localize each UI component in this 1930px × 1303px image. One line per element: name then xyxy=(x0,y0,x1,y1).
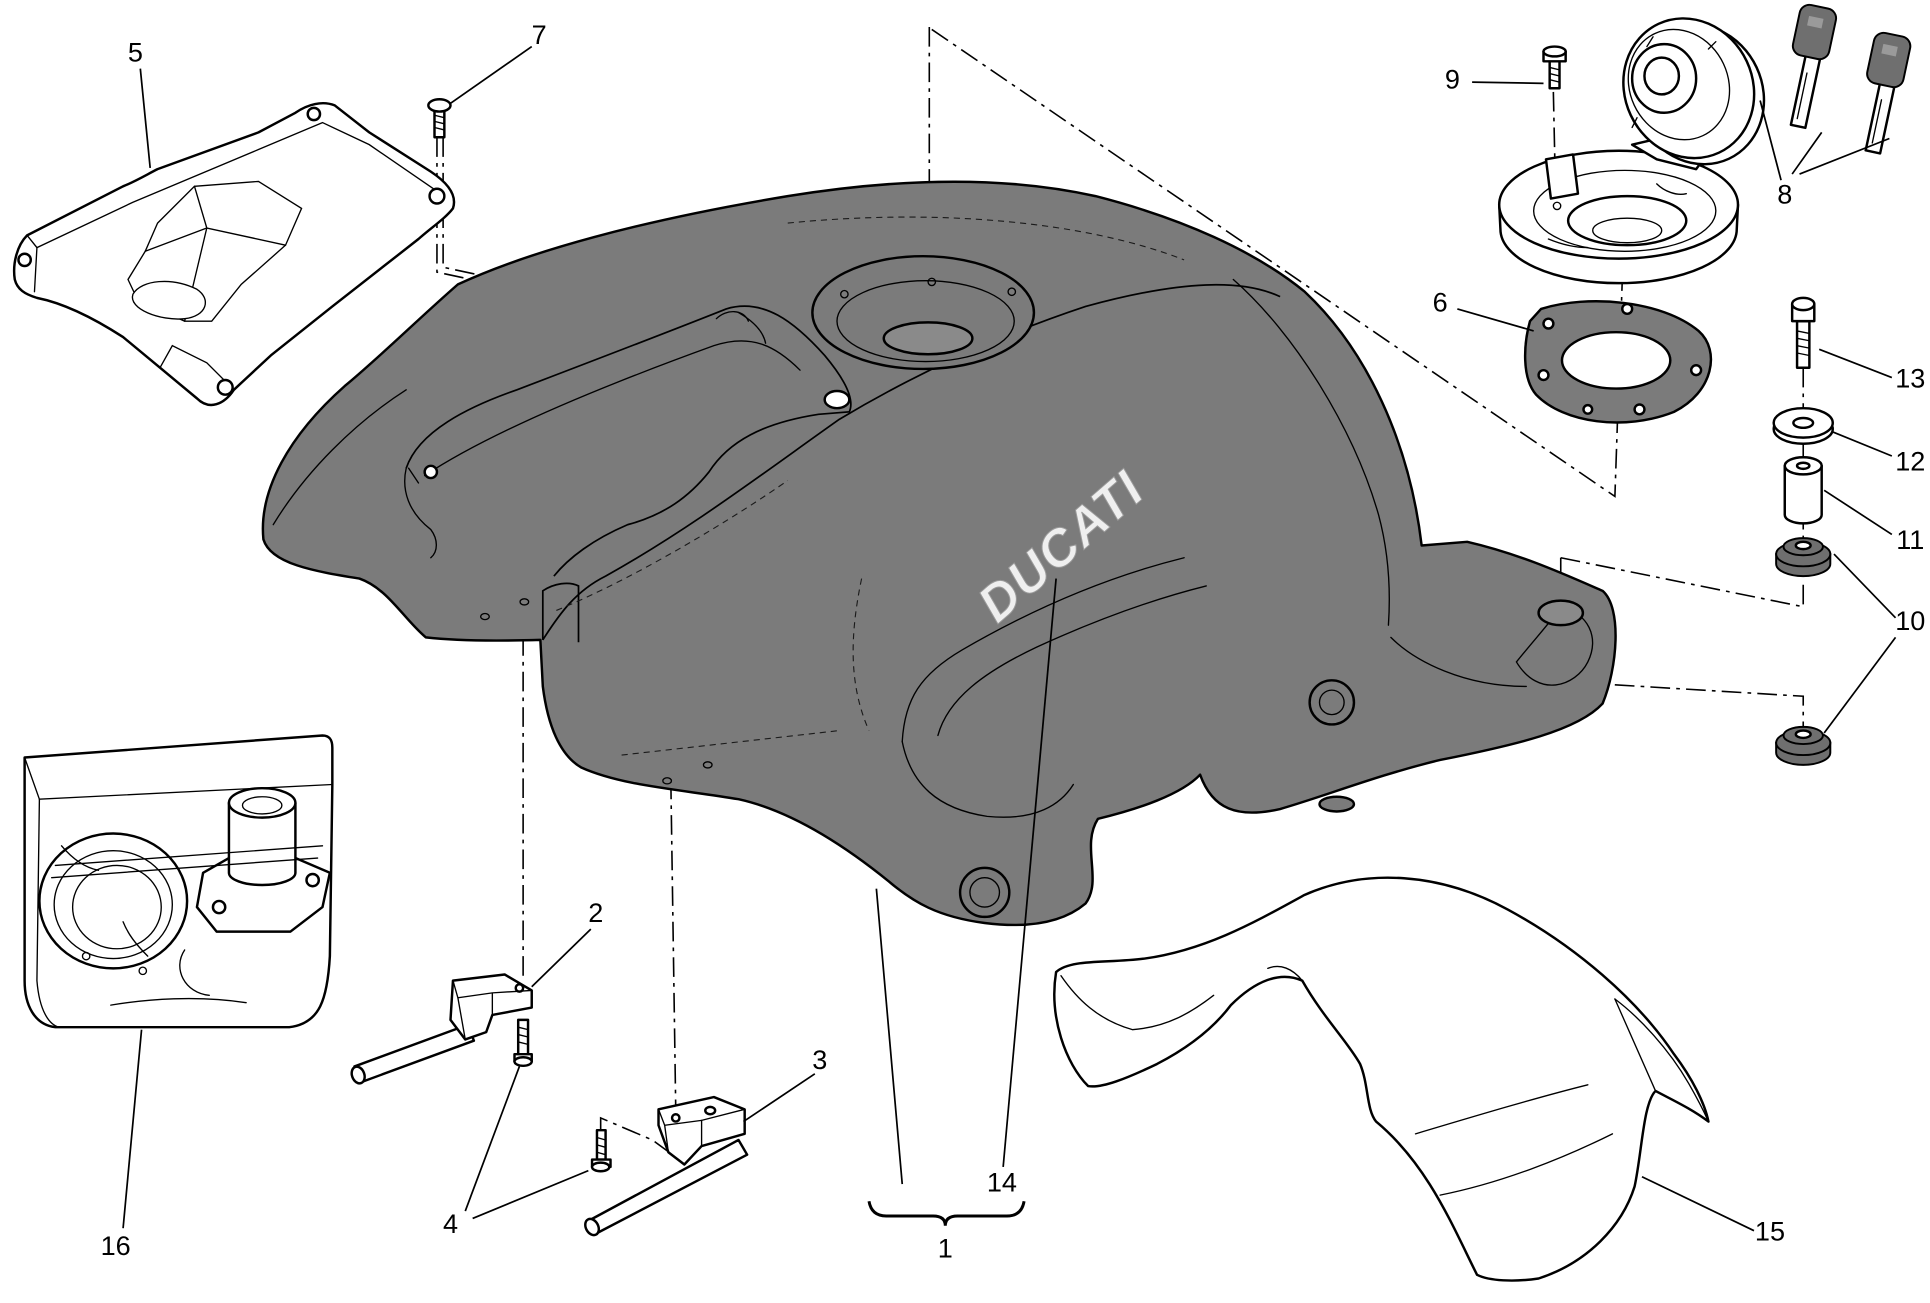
callout-10: 10 xyxy=(1895,606,1925,636)
leader-8-key-1 xyxy=(1791,131,1823,175)
callout-13: 13 xyxy=(1895,363,1925,393)
brace-1 xyxy=(867,1200,1026,1226)
callout-4: 4 xyxy=(443,1209,458,1239)
part-bracket-2 xyxy=(350,973,533,1085)
leader-4-lower xyxy=(472,1169,589,1220)
leader-1 xyxy=(875,888,904,1185)
leader-8-cap xyxy=(1759,100,1782,181)
tank-bottom-grommet xyxy=(958,866,1011,919)
callout-6: 6 xyxy=(1433,287,1448,317)
part-filler-cover-inset xyxy=(23,734,334,1029)
leader-4-upper xyxy=(464,1066,521,1212)
part-washer-12 xyxy=(1772,406,1834,445)
part-heat-shield xyxy=(1053,876,1710,1282)
part-grommet-10-upper xyxy=(1775,537,1832,578)
leader-lines xyxy=(122,45,1897,1232)
leader-5 xyxy=(139,68,152,169)
leader-14 xyxy=(1002,578,1057,1168)
callout-15: 15 xyxy=(1755,1217,1785,1247)
assembly-line-bracket-3 xyxy=(670,779,677,1110)
callout-9: 9 xyxy=(1445,64,1460,94)
part-bracket-3 xyxy=(584,1095,749,1237)
callout-11: 11 xyxy=(1896,525,1924,555)
part-screw-7 xyxy=(427,98,452,139)
part-fuel-cap-assembly xyxy=(1497,3,1912,285)
leader-3 xyxy=(742,1073,816,1123)
callout-12: 12 xyxy=(1895,447,1925,477)
part-gasket xyxy=(1523,300,1713,424)
part-fuel-tank: DUCATI xyxy=(261,180,1617,927)
assembly-line-screw-9 xyxy=(1552,91,1557,206)
leader-8-key-2 xyxy=(1799,137,1890,175)
assembly-line-screw-4 xyxy=(599,1116,677,1158)
ignition-key-2 xyxy=(1864,31,1912,155)
callout-2: 2 xyxy=(588,898,603,928)
leader-13 xyxy=(1818,348,1893,379)
tank-filler-recess xyxy=(811,254,1036,371)
tank-ridge-line xyxy=(542,283,1281,641)
part-cover-plate xyxy=(12,102,456,407)
part-screw-13 xyxy=(1790,296,1816,369)
callout-3: 3 xyxy=(812,1045,827,1075)
part-screw-4-lower xyxy=(590,1128,612,1173)
leader-12 xyxy=(1831,430,1893,457)
tank-body xyxy=(261,180,1617,927)
callout-labels: 1 2 3 4 5 6 7 8 9 10 11 12 13 14 15 16 xyxy=(101,20,1926,1263)
leader-11 xyxy=(1823,489,1893,536)
assembly-line-rear-upper xyxy=(1560,556,1805,608)
leader-9 xyxy=(1472,81,1544,85)
leader-10-upper xyxy=(1833,553,1897,619)
leader-6 xyxy=(1457,308,1534,332)
callout-7: 7 xyxy=(532,20,547,50)
callout-14: 14 xyxy=(987,1168,1017,1198)
part-screw-9 xyxy=(1542,45,1567,90)
part-grommet-10-lower xyxy=(1775,725,1832,766)
ignition-key-1 xyxy=(1789,3,1838,130)
leader-16 xyxy=(122,1029,143,1229)
callout-8: 8 xyxy=(1777,180,1792,210)
tank-knee-recess xyxy=(405,305,852,577)
tank-side-grommet xyxy=(1308,679,1356,726)
callout-1: 1 xyxy=(938,1234,953,1264)
leader-7 xyxy=(448,45,533,105)
leader-15 xyxy=(1641,1175,1755,1232)
leader-10-lower xyxy=(1823,636,1897,734)
leader-2 xyxy=(531,928,592,988)
tank-filler-hole xyxy=(882,321,974,356)
part-screw-4-upper xyxy=(513,1018,533,1068)
part-spacer-11 xyxy=(1783,455,1823,525)
callout-5: 5 xyxy=(128,37,143,67)
callout-16: 16 xyxy=(101,1231,131,1261)
